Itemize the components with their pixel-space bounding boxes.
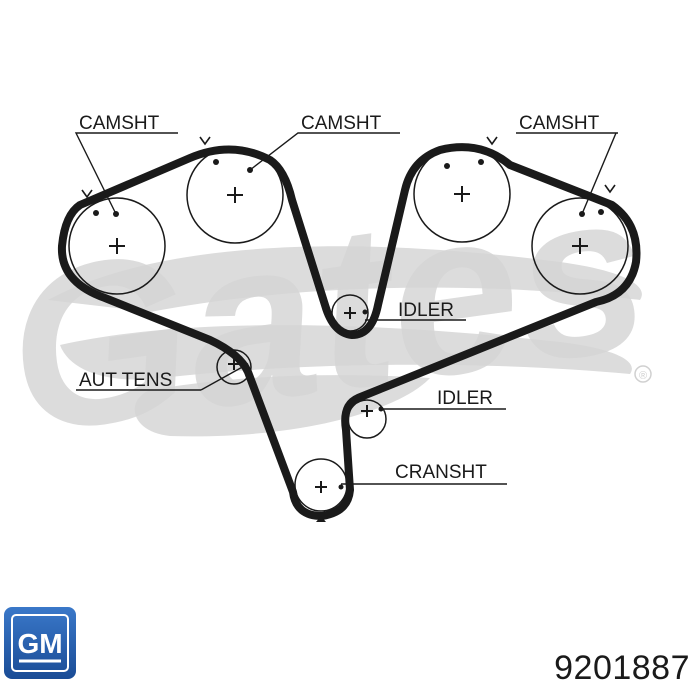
label-idler-lower: IDLER (437, 388, 493, 409)
timing-mark-dots (93, 159, 604, 490)
label-auto-tensioner: AUT TENS (79, 370, 172, 391)
label-idler-upper: IDLER (398, 300, 454, 321)
label-crankshaft: CRANSHT (395, 462, 487, 483)
crank-timing-arrow (316, 516, 326, 522)
label-camshaft-middle: CAMSHT (301, 113, 382, 134)
timing-belt (57, 143, 641, 520)
svg-text:®: ® (639, 370, 647, 382)
part-number: 9201887 (554, 649, 690, 687)
label-camshaft-right: CAMSHT (519, 113, 600, 134)
gm-logo: GM (4, 607, 76, 679)
label-camshaft-left: CAMSHT (79, 113, 160, 134)
leader-lines (74, 132, 618, 485)
pulley-center-marks (109, 186, 588, 493)
timing-v-marks (81, 136, 616, 199)
gm-logo-text: GM (17, 628, 62, 659)
camshaft-pulley-left-outer (68, 197, 166, 295)
camshaft-pulley-right-outer (531, 197, 629, 295)
